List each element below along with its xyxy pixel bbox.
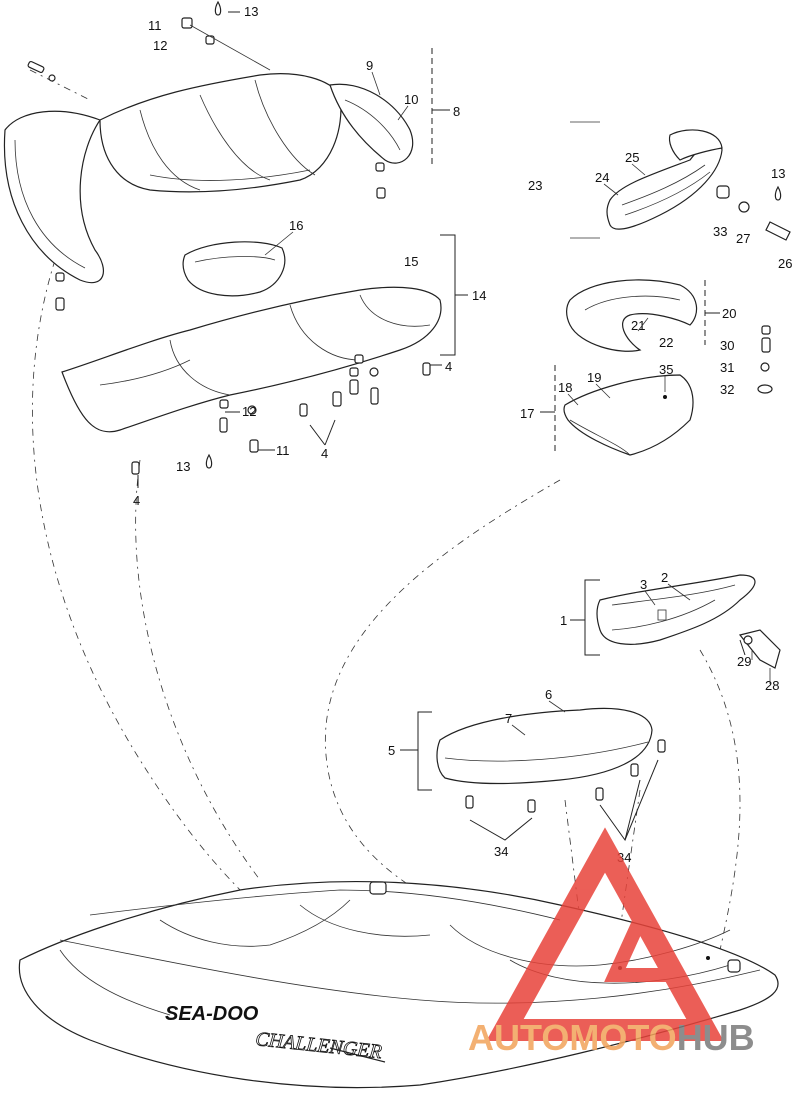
svg-text:AUTOMOTOHUB: AUTOMOTOHUB <box>468 1017 755 1058</box>
label-25: 25 <box>625 150 639 165</box>
watermark-logo: AUTOMOTOHUB <box>468 827 755 1058</box>
label-27: 27 <box>736 231 750 246</box>
label-29: 29 <box>737 654 751 669</box>
seat-pad-assembly <box>436 707 666 813</box>
main-seat-assembly <box>61 241 442 433</box>
label-23: 23 <box>528 178 542 193</box>
label-18: 18 <box>558 380 572 395</box>
rear-grab-handle-assembly <box>570 121 791 241</box>
watermark-auto-text: AUTO <box>468 1017 569 1058</box>
label-32: 32 <box>720 382 734 397</box>
label-4-right: 4 <box>445 359 452 374</box>
label-33: 33 <box>713 224 727 239</box>
label-2: 2 <box>661 570 668 585</box>
label-13: 13 <box>244 4 258 19</box>
hull-brand-text: SEA-DOO <box>165 1003 259 1025</box>
label-12: 12 <box>153 38 167 53</box>
label-4-mid: 4 <box>321 446 328 461</box>
label-8: 8 <box>453 104 460 119</box>
reference-brackets <box>137 11 746 842</box>
label-13-seat: 13 <box>176 459 190 474</box>
label-30: 30 <box>720 338 734 353</box>
label-7: 7 <box>505 711 512 726</box>
label-11: 11 <box>148 18 162 33</box>
label-6: 6 <box>545 687 552 702</box>
label-13-rear: 13 <box>771 166 785 181</box>
label-10: 10 <box>404 92 418 107</box>
label-4-left: 4 <box>133 493 140 508</box>
watermark-moto-text: MOTO <box>569 1017 676 1058</box>
seat-hardware <box>131 0 782 475</box>
cushion-assembly <box>566 279 773 394</box>
label-leader-marks <box>264 71 771 736</box>
label-19: 19 <box>587 370 601 385</box>
side-handle-assembly <box>596 574 781 669</box>
label-35: 35 <box>659 362 673 377</box>
label-14: 14 <box>472 288 486 303</box>
label-1: 1 <box>560 613 567 628</box>
label-24: 24 <box>595 170 609 185</box>
label-28: 28 <box>765 678 779 693</box>
label-17: 17 <box>520 406 534 421</box>
label-12-seat: 12 <box>242 404 256 419</box>
label-26: 26 <box>778 256 792 271</box>
label-9: 9 <box>366 58 373 73</box>
label-5: 5 <box>388 743 395 758</box>
label-11-seat: 11 <box>276 443 290 458</box>
label-21: 21 <box>631 318 645 333</box>
label-16: 16 <box>289 218 303 233</box>
label-20: 20 <box>722 306 736 321</box>
label-22: 22 <box>659 335 673 350</box>
pad-assembly <box>563 374 694 456</box>
watermark-triangle-inner <box>604 904 682 982</box>
callout-labels: 11 12 13 9 10 8 25 24 23 13 33 27 26 16 … <box>133 4 792 865</box>
label-31: 31 <box>720 360 734 375</box>
front-seat-cover-assembly <box>3 73 414 284</box>
label-15: 15 <box>404 254 418 269</box>
label-34-left: 34 <box>494 844 508 859</box>
watermark-hub-text: HUB <box>677 1017 755 1058</box>
label-3: 3 <box>640 577 647 592</box>
top-hardware <box>27 17 386 311</box>
